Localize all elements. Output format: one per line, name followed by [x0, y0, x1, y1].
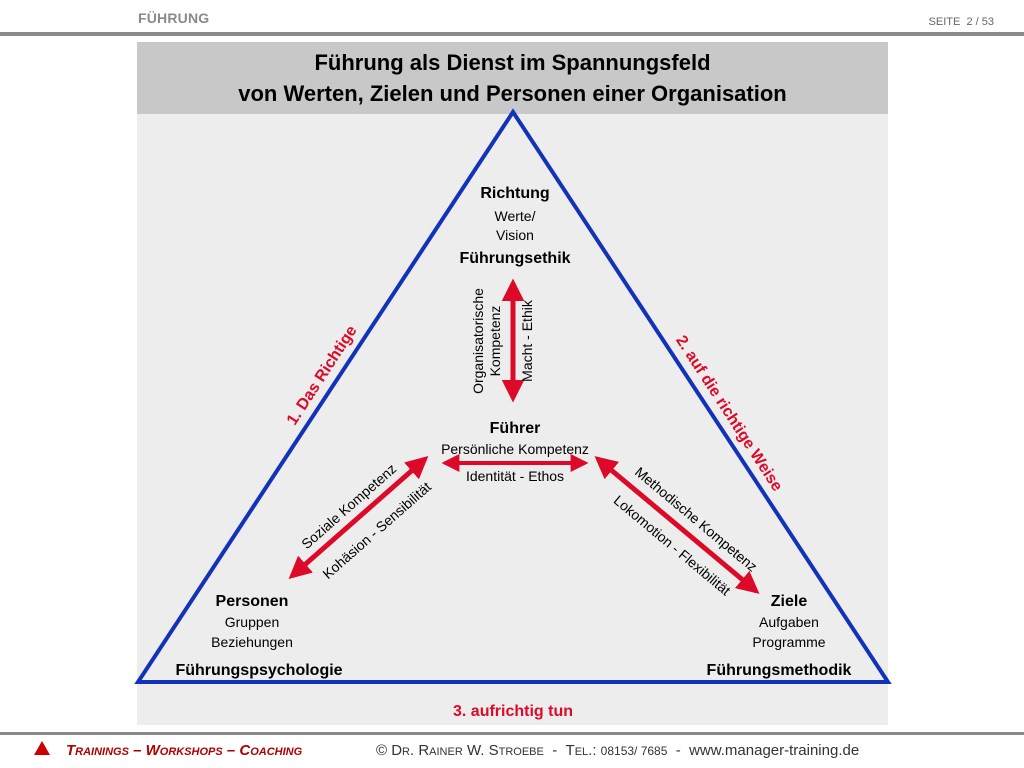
left-axis-label2: Kohäsion - Sensibilität — [319, 478, 434, 582]
footer-contact: © Dr. Rainer W. Stroebe - Tel.: 08153/ 7… — [376, 742, 859, 759]
vertical-axis-label1: Organisatorische — [470, 288, 486, 394]
center-node-line1: Persönliche Kompetenz — [441, 441, 589, 457]
right-diagonal-double-arrow — [594, 456, 760, 594]
page-number: 2 / 53 — [966, 16, 994, 28]
left-node-discipline: Führungspsychologie — [175, 662, 342, 679]
left-edge-label: 1. Das Richtige — [284, 323, 361, 429]
vertical-axis-label3: Macht - Ethik — [519, 299, 535, 382]
right-node-title: Ziele — [771, 593, 808, 610]
footer-copyright: © Dr. Rainer W. Stroebe — [376, 742, 544, 759]
left-node-line2: Beziehungen — [211, 634, 293, 650]
page-label: SEITE — [928, 16, 961, 28]
left-diagonal-double-arrow — [288, 456, 429, 579]
left-axis-label1: Soziale Kompetenz — [298, 460, 399, 552]
bottom-edge-label: 3. aufrichtig tun — [453, 703, 573, 720]
title-band — [137, 42, 888, 114]
footer-tagline: Trainings – Workshops – Coaching — [66, 742, 303, 759]
right-node-line1: Aufgaben — [759, 614, 819, 630]
top-node-discipline: Führungsethik — [459, 250, 570, 267]
right-node-discipline: Führungsmethodik — [707, 662, 852, 679]
right-node-line2: Programme — [752, 634, 825, 650]
triangle-outline — [134, 108, 892, 684]
header-section-title: FÜHRUNG — [138, 10, 210, 26]
center-node-title: Führer — [490, 420, 541, 437]
center-node-line2: Identität - Ethos — [466, 468, 564, 484]
footer-separator-2: - — [675, 742, 681, 759]
footer-divider — [0, 732, 1024, 735]
top-node-line1: Werte/ — [495, 208, 536, 224]
page-indicator: SEITE 2 / 53 — [929, 16, 994, 28]
slide-title-line1: Führung als Dienst im Spannungsfeld — [314, 50, 711, 75]
left-node-line1: Gruppen — [225, 614, 279, 630]
vertical-axis-label2: Kompetenz — [487, 306, 503, 377]
slide-title-line2: von Werten, Zielen und Personen einer Or… — [238, 81, 787, 106]
footer-tel-number: 08153/ 7685 — [600, 744, 668, 758]
footer: Trainings – Workshops – Coaching © Dr. R… — [0, 740, 1024, 766]
header-divider — [0, 32, 1024, 36]
top-node-line2: Vision — [496, 227, 534, 243]
left-node-title: Personen — [216, 593, 289, 610]
red-triangle-icon — [34, 741, 50, 755]
footer-website[interactable]: www.manager-training.de — [689, 742, 860, 759]
footer-separator-1: - — [552, 742, 558, 759]
footer-tel-label: Tel.: — [565, 742, 597, 759]
right-edge-label: 2. auf die richtige Weise — [672, 333, 785, 495]
top-node-title: Richtung — [480, 185, 549, 202]
